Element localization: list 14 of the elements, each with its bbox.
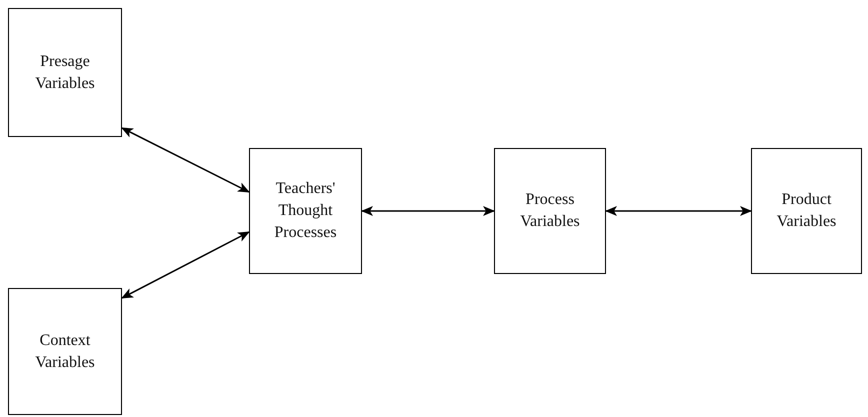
- double-arrow: [605, 206, 752, 216]
- box-label: Product Variables: [776, 190, 838, 232]
- variable-box: [8, 8, 122, 137]
- variable-box: [751, 148, 862, 274]
- variable-box: [249, 148, 362, 274]
- variable-box: [8, 288, 122, 415]
- box-label: Context Variables: [34, 330, 96, 372]
- box-label: Process Variables: [519, 190, 581, 232]
- double-arrow: [361, 206, 495, 216]
- double-arrow: [121, 127, 250, 193]
- box-label: Teachers' Thought Processes: [273, 179, 338, 243]
- double-arrow: [121, 231, 250, 299]
- box-label: Presage Variables: [34, 52, 96, 94]
- variable-box: [494, 148, 606, 274]
